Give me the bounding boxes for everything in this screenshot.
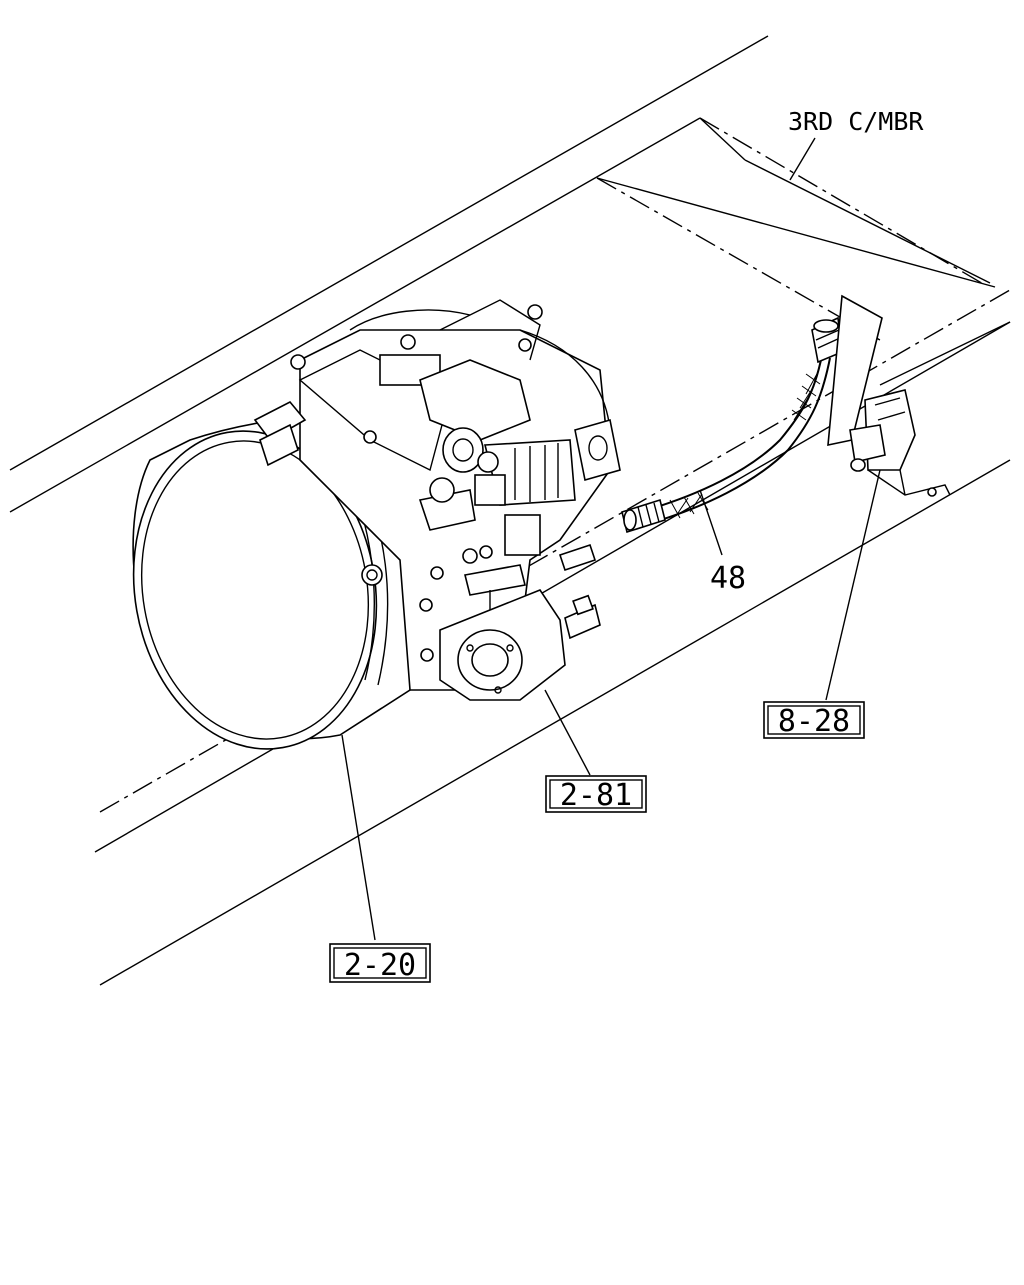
mount-bracket <box>827 294 951 497</box>
label-hose-48: 48 <box>710 561 746 596</box>
label-ref-2-81: 2-81 <box>560 778 632 813</box>
case-fittings <box>419 543 597 662</box>
label-ref-2-20: 2-20 <box>344 948 416 983</box>
shift-linkage <box>418 418 621 556</box>
hose-48 <box>621 316 843 534</box>
ref-box-2-20[interactable] <box>329 943 431 983</box>
leader-2-20 <box>341 734 376 941</box>
ref-box-8-28[interactable] <box>763 701 865 739</box>
pto-pump <box>439 589 601 701</box>
label-ref-8-28: 8-28 <box>778 704 850 739</box>
label-member: 3RD C/MBR <box>788 107 924 136</box>
leader-2-81 <box>544 689 591 776</box>
leader-lines <box>341 469 881 941</box>
upper-frame-rail <box>9 35 996 513</box>
leader-8-28 <box>825 469 881 701</box>
leader-48 <box>699 489 723 556</box>
ref-box-2-81[interactable] <box>545 775 647 813</box>
crossmember-leader <box>789 137 816 181</box>
